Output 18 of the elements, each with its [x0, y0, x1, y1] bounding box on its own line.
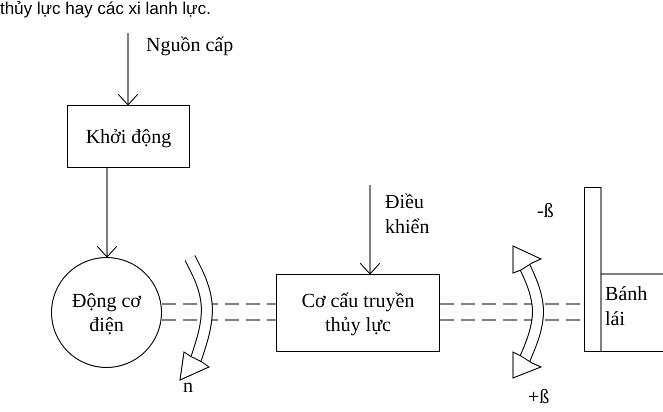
node-label: Bánh lái [605, 282, 648, 332]
node-label: Khởi động [86, 124, 172, 148]
edge-label: Nguồn cấp [146, 33, 234, 58]
edge-label: Điều khiển [385, 190, 430, 240]
node-label: Cơ cấu truyền thủy lực [300, 289, 416, 337]
node-label: Động cơ điện [71, 288, 142, 336]
symbol-label: -ß [537, 200, 554, 223]
process-box [67, 105, 190, 168]
arrow [96, 168, 118, 258]
arrow [360, 184, 380, 274]
process-box [276, 274, 440, 352]
text-line: thủy lực hay các xi lanh lực. [0, 0, 211, 19]
rudder-shape [584, 187, 663, 352]
arrow [118, 32, 138, 106]
symbol-label: +ß [528, 386, 550, 409]
shaft-line [162, 304, 276, 320]
symbol-label: n [183, 375, 193, 398]
motor-circle [51, 257, 162, 368]
